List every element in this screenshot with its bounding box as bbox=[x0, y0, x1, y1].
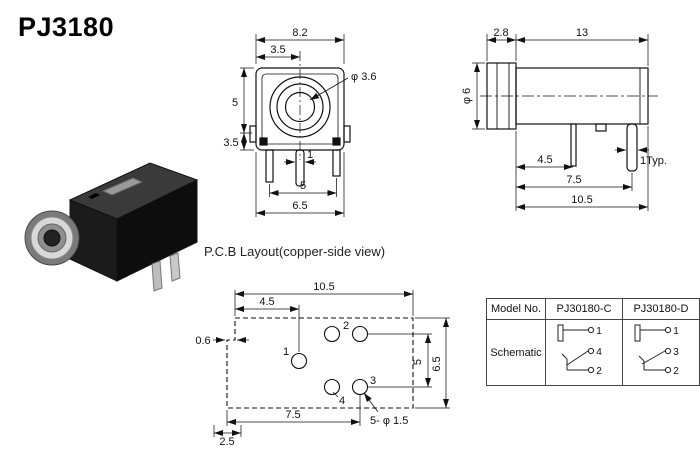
pcb-layout bbox=[226, 317, 414, 409]
pcb-hole-2 bbox=[351, 325, 369, 343]
dim-front-hole-dia: φ 3.6 bbox=[351, 71, 376, 83]
schematic-d-pin-bot: 2 bbox=[673, 366, 679, 377]
dim-side-cap: 2.8 bbox=[493, 27, 508, 39]
dim-front-left-lower: 3.5 bbox=[223, 137, 238, 149]
pcb-pin4-leader bbox=[332, 391, 339, 398]
side-pin-thin bbox=[570, 123, 577, 167]
front-corner-block-right bbox=[332, 137, 341, 146]
product-photo bbox=[24, 162, 199, 292]
dim-pcb-top-width: 10.5 bbox=[313, 281, 334, 293]
pcb-pad-label-4: 4 bbox=[339, 395, 345, 407]
schematic-d-drawing: 1 3 2 bbox=[634, 324, 679, 377]
product-top-slot bbox=[101, 177, 144, 196]
dim-front-pin-span: 5 bbox=[300, 180, 306, 192]
model-d-header: PJ30180-D bbox=[622, 298, 700, 320]
pcb-hole-note: 5- φ 1.5 bbox=[370, 415, 408, 427]
product-pin-2 bbox=[169, 252, 181, 282]
side-pin-wide bbox=[626, 123, 638, 172]
pcb-hole-4 bbox=[323, 378, 341, 396]
dim-pcb-bottom-span: 7.5 bbox=[285, 409, 300, 421]
schematic-d-sleeve-symbol bbox=[634, 324, 641, 342]
schematic-c-pin-mid: 4 bbox=[596, 347, 602, 358]
pcb-hole-3 bbox=[351, 378, 369, 396]
page-title: PJ3180 bbox=[18, 12, 115, 42]
schematic-c-drawing: 1 4 2 bbox=[557, 324, 602, 377]
schematic-d-pin-mid: 3 bbox=[673, 347, 679, 358]
model-c-header: PJ30180-C bbox=[545, 298, 623, 320]
dim-front-top-half: 3.5 bbox=[270, 44, 285, 56]
model-table: Model No. PJ30180-C PJ30180-D Schematic bbox=[485, 298, 700, 386]
dim-front-left-upper: 5 bbox=[232, 97, 238, 109]
schematic-d-node-2 bbox=[664, 366, 672, 374]
schematic-d-node-1 bbox=[664, 326, 672, 334]
side-bottom-nub bbox=[595, 123, 607, 132]
front-view bbox=[249, 51, 351, 187]
front-pin-left bbox=[265, 149, 274, 183]
front-pin-right bbox=[332, 149, 341, 177]
front-view-dimensions bbox=[240, 34, 349, 217]
front-side-lug-right bbox=[343, 125, 351, 143]
dim-side-pin2: 7.5 bbox=[566, 174, 581, 186]
schematic-c-node-2 bbox=[587, 366, 595, 374]
dim-front-pin-width: 1 bbox=[307, 149, 313, 161]
front-side-lug-left bbox=[249, 125, 257, 143]
pcb-hole-1 bbox=[290, 352, 308, 370]
side-view bbox=[480, 62, 658, 172]
dim-front-top-width: 8.2 bbox=[292, 27, 307, 39]
schematic-d-pin-top: 1 bbox=[673, 326, 679, 337]
dim-pcb-notch: 0.6 bbox=[195, 335, 210, 347]
schematic-d-node-3 bbox=[664, 347, 672, 355]
pcb-dimensions bbox=[213, 290, 450, 437]
dim-side-body-len: 13 bbox=[576, 27, 588, 39]
dim-pcb-hole1-x: 4.5 bbox=[259, 296, 274, 308]
schematic-d-cell: 1 3 2 bbox=[622, 319, 700, 386]
schematic-c-cell: 1 4 2 bbox=[545, 319, 623, 386]
pcb-pad-label-2: 2 bbox=[343, 320, 349, 332]
dim-side-pin1: 4.5 bbox=[537, 154, 552, 166]
dim-side-pin-typ: 1Typ. bbox=[640, 155, 667, 167]
product-pin-1 bbox=[151, 260, 163, 292]
pcb-section-label: P.C.B Layout(copper-side view) bbox=[204, 244, 386, 259]
model-no-header: Model No. bbox=[485, 298, 547, 320]
dim-side-pin3: 10.5 bbox=[571, 194, 592, 206]
pcb-outline bbox=[226, 317, 414, 409]
schematic-c-node-4 bbox=[587, 347, 595, 355]
table-header-row: Model No. PJ30180-C PJ30180-D bbox=[485, 298, 700, 320]
schematic-c-pin-bot: 2 bbox=[596, 366, 602, 377]
barrel-hole bbox=[43, 229, 61, 247]
schematic-c-sleeve-symbol bbox=[557, 324, 564, 342]
pcb-pad-label-1: 1 bbox=[283, 346, 289, 358]
dim-pcb-notch-width: 2.5 bbox=[219, 436, 234, 448]
dim-side-dia: φ 6 bbox=[461, 88, 473, 104]
dim-pcb-hole-pitch: 5 bbox=[412, 359, 424, 365]
schematic-row-label: Schematic bbox=[485, 319, 547, 386]
dim-pcb-height: 6.5 bbox=[431, 356, 443, 371]
pcb-hole-top-left bbox=[323, 325, 341, 343]
front-corner-block-left bbox=[259, 137, 268, 146]
pcb-pad-label-3: 3 bbox=[370, 375, 376, 387]
product-side-face bbox=[116, 179, 198, 282]
schematic-c-node-1 bbox=[587, 326, 595, 334]
schematic-c-pin-top: 1 bbox=[596, 326, 602, 337]
dim-front-total-width: 6.5 bbox=[292, 200, 307, 212]
side-view-dimensions bbox=[472, 34, 649, 211]
product-top-hole bbox=[88, 193, 100, 199]
schematic-row: Schematic 1 4 2 bbox=[485, 319, 700, 386]
